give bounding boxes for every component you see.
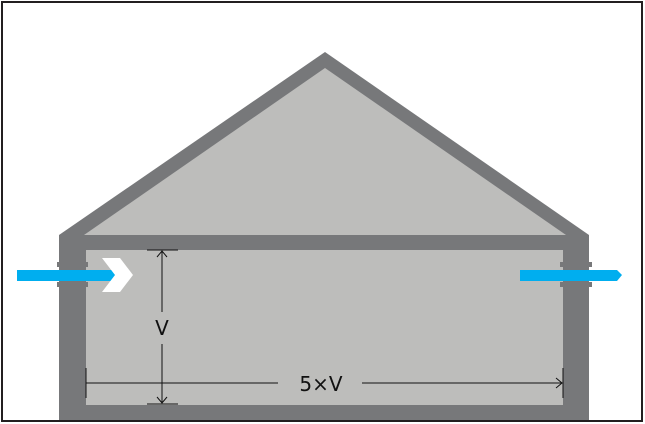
height-dimension: [147, 249, 178, 405]
room-interior: [86, 250, 563, 405]
airflow-out-arrow: [520, 270, 622, 281]
height-label: V: [155, 316, 169, 340]
width-label: 5×V: [299, 372, 342, 396]
roof-attic-space: [84, 68, 566, 235]
chevron-right-icon: [102, 258, 133, 292]
left-vent-collar: [57, 262, 88, 287]
right-vent-collar: [560, 262, 592, 287]
airflow-in-arrow: [17, 270, 118, 281]
width-dimension: [85, 368, 564, 398]
